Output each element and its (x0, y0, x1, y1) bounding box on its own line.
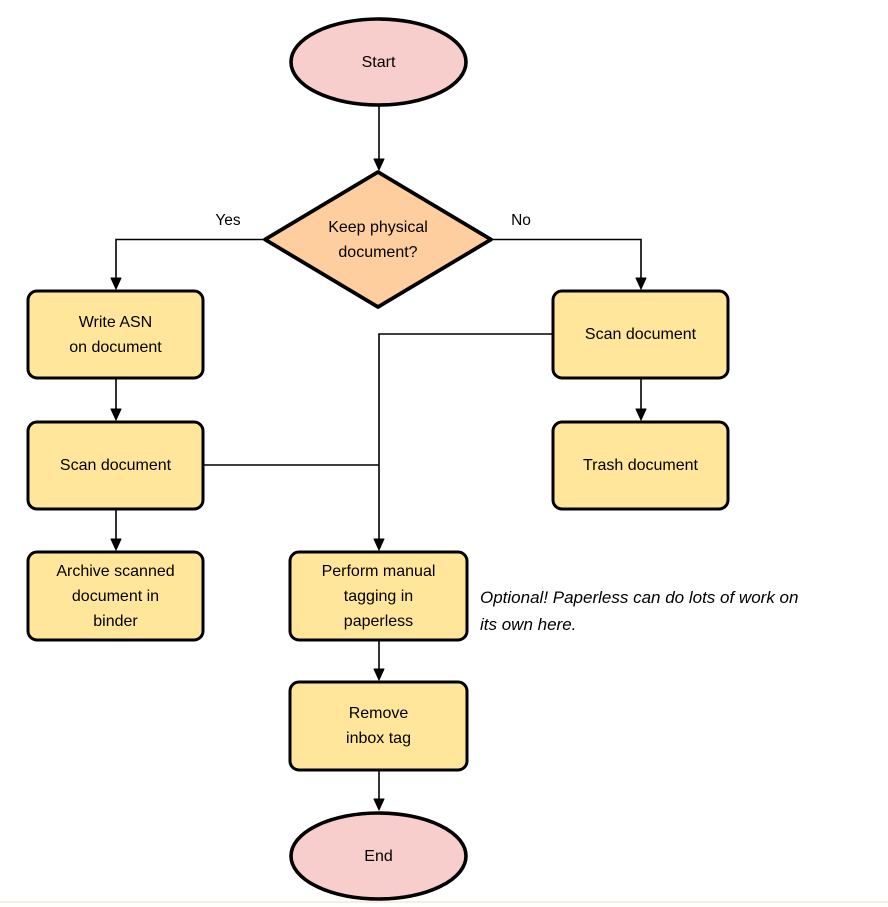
edge-decision-yes (110, 238, 265, 290)
node-start-shape (289, 17, 468, 107)
edge-label-yes: Yes (215, 212, 241, 229)
annotation-text: Optional! Paperless can do lots of work … (480, 588, 799, 634)
bottom-page-edge (0, 901, 888, 903)
node-trash-shape (551, 420, 730, 511)
node-archive-shape (26, 550, 205, 642)
node-scan-right-shape (551, 289, 730, 380)
edge-label-no: No (511, 212, 531, 229)
edge-decision-no (491, 238, 647, 290)
node-scan-left-shape (26, 420, 205, 511)
node-tagging-shape (288, 550, 469, 642)
node-remove-inbox-shape (288, 680, 469, 772)
node-write-asn-shape (26, 289, 205, 380)
edge-scanright-to-tagging (373, 333, 553, 551)
node-decision-shape (263, 170, 493, 309)
node-end-shape (289, 811, 468, 901)
